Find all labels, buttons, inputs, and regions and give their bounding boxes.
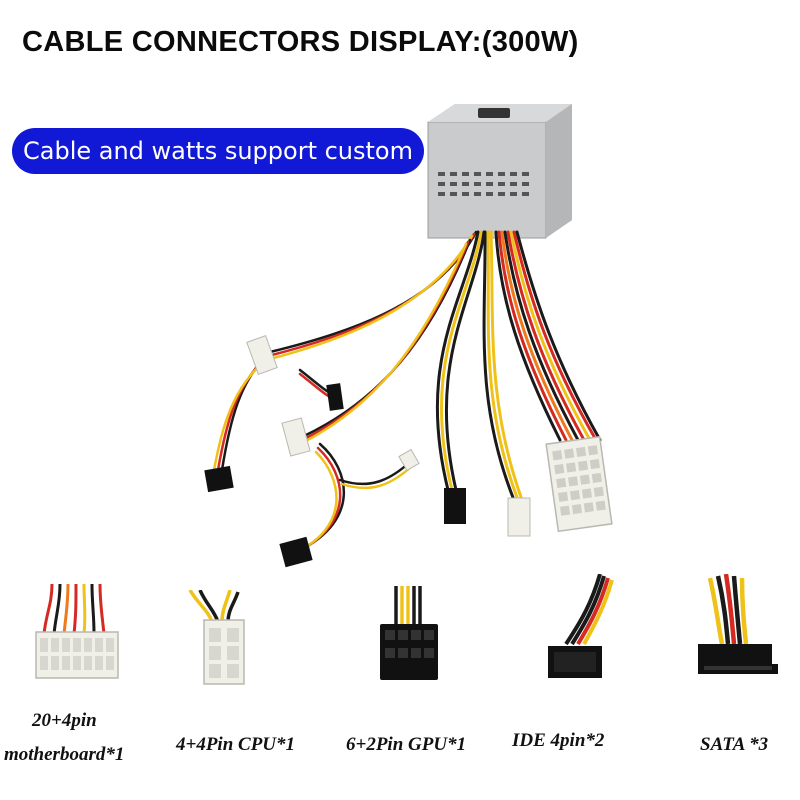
caption-sata: SATA *3 [700, 734, 769, 755]
custom-badge: Cable and watts support custom [12, 128, 424, 174]
caption-motherboard-line1: 20+4pin [32, 710, 97, 731]
scene-atx-connector [545, 435, 613, 533]
page-title: CABLE CONNECTORS DISPLAY:(300W) [22, 26, 579, 58]
gpu-8pin-connector-icon [380, 586, 438, 680]
cpu-8pin-connector-icon [188, 590, 245, 685]
scene-molex-connector-2 [281, 417, 311, 457]
molex-connector-icon [548, 574, 614, 678]
sata-connector-icon [698, 574, 778, 674]
psu-cable-harness-photo [204, 104, 613, 568]
scene-cpu-connector [507, 497, 531, 537]
scene-sata-connector-2 [326, 383, 344, 411]
caption-cpu: 4+4Pin CPU*1 [176, 734, 296, 755]
scene-sata-connector-1 [204, 465, 234, 493]
atx-24pin-connector-icon [35, 584, 119, 679]
caption-motherboard-line2: motherboard*1 [4, 744, 125, 765]
scene-sata-connector-3 [279, 536, 313, 568]
psu-unit [427, 104, 572, 239]
caption-ide: IDE 4pin*2 [512, 730, 605, 751]
scene-molex-connector-1 [246, 334, 278, 376]
caption-gpu: 6+2Pin GPU*1 [346, 734, 467, 755]
wire-bundle [212, 230, 602, 556]
scene-fdd-connector [398, 448, 420, 472]
scene-gpu-connector [444, 488, 466, 524]
